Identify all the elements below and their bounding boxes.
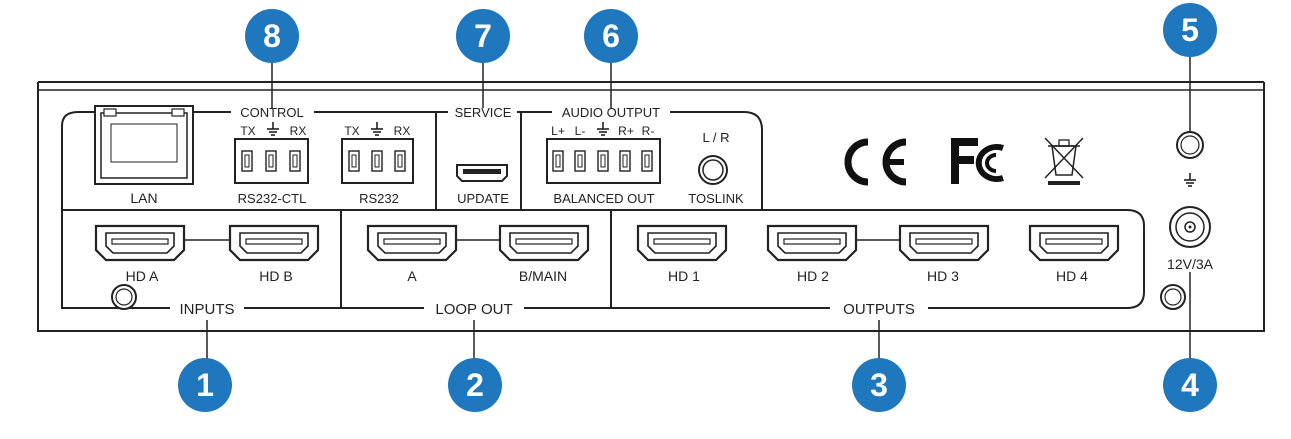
- loop-out-section-label: LOOP OUT: [435, 301, 512, 318]
- hd-b-label: HD B: [259, 268, 292, 284]
- balanced-audio-terminal: [546, 138, 661, 184]
- service-section-label: SERVICE: [455, 105, 512, 120]
- rs232-ctl-tx-label: TX: [240, 124, 255, 138]
- hd-a-label: HD A: [126, 268, 159, 284]
- hdmi-loop-out-b-main: [498, 224, 590, 262]
- svg-text:3: 3: [870, 367, 888, 403]
- ground-icon: [1183, 172, 1197, 187]
- mount-hole-right: [1160, 284, 1186, 310]
- hdmi-input-a: [94, 224, 186, 262]
- svg-text:4: 4: [1181, 367, 1199, 403]
- rs232-ctl-label: RS232-CTL: [238, 191, 307, 206]
- svg-text:7: 7: [474, 18, 492, 54]
- balanced-out-label: BALANCED OUT: [553, 191, 654, 206]
- audio-l-minus-label: L-: [575, 124, 586, 138]
- toslink-port: [698, 155, 728, 185]
- loop-b-main-label: B/MAIN: [519, 268, 567, 284]
- hdmi-loop-out-a: [366, 224, 458, 262]
- rs232-rx-label: RX: [394, 124, 411, 138]
- audio-r-minus-label: R-: [642, 124, 655, 138]
- update-label: UPDATE: [457, 191, 509, 206]
- rs232-ctl-ground-icon: [266, 121, 280, 136]
- hd4-label: HD 4: [1056, 268, 1088, 284]
- power-jack: [1169, 206, 1211, 248]
- svg-text:5: 5: [1181, 12, 1199, 48]
- hdmi-input-b: [228, 224, 320, 262]
- loop-a-label: A: [407, 268, 417, 284]
- rs232-terminal: [341, 138, 414, 184]
- ground-terminal: [1176, 131, 1204, 159]
- svg-text:1: 1: [196, 367, 214, 403]
- hdmi-output-4: [1028, 224, 1120, 262]
- callout-8: 8: [245, 9, 299, 63]
- rs232-ground-icon: [370, 121, 384, 136]
- rs232-tx-label: TX: [344, 124, 359, 138]
- outputs-section-label: OUTPUTS: [843, 301, 915, 318]
- callout-6: 6: [584, 9, 638, 63]
- weee-bin-icon: [1044, 137, 1084, 185]
- hd3-label: HD 3: [927, 268, 959, 284]
- toslink-label: TOSLINK: [688, 191, 744, 206]
- control-bay-frame: [61, 111, 763, 211]
- callout-1: 1: [178, 358, 232, 412]
- hdmi-output-3: [898, 224, 990, 262]
- mount-hole-left: [111, 284, 137, 310]
- svg-text:6: 6: [602, 18, 620, 54]
- callout-4: 4: [1163, 358, 1217, 412]
- hdmi-output-1: [636, 224, 728, 262]
- callout-2: 2: [448, 358, 502, 412]
- ce-mark-icon: [844, 138, 907, 186]
- svg-text:2: 2: [466, 367, 484, 403]
- callout-3: 3: [852, 358, 906, 412]
- rs232-label: RS232: [359, 191, 399, 206]
- power-label: 12V/3A: [1167, 256, 1214, 272]
- chassis: [37, 81, 1265, 332]
- fcc-mark-icon: [951, 138, 1004, 184]
- inputs-section-label: INPUTS: [179, 301, 234, 318]
- hd1-label: HD 1: [668, 268, 700, 284]
- rs232-ctl-terminal: [234, 138, 309, 184]
- hd2-label: HD 2: [797, 268, 829, 284]
- update-usb-port: [456, 164, 508, 182]
- lan-label: LAN: [130, 190, 157, 206]
- audio-l-plus-label: L+: [551, 124, 565, 138]
- control-section-label: CONTROL: [240, 105, 304, 120]
- svg-text:8: 8: [263, 18, 281, 54]
- lan-port: [94, 105, 194, 185]
- callout-5: 5: [1163, 3, 1217, 57]
- callout-leader-lines: [206, 52, 1191, 362]
- rs232-ctl-rx-label: RX: [290, 124, 307, 138]
- audio-r-plus-label: R+: [618, 124, 634, 138]
- hdmi-bay-frame: [61, 209, 1145, 309]
- audio-output-section-label: AUDIO OUTPUT: [562, 105, 660, 120]
- toslink-lr-label: L / R: [703, 130, 730, 145]
- hdmi-output-2: [766, 224, 858, 262]
- audio-ground-icon: [596, 121, 610, 136]
- callout-7: 7: [456, 9, 510, 63]
